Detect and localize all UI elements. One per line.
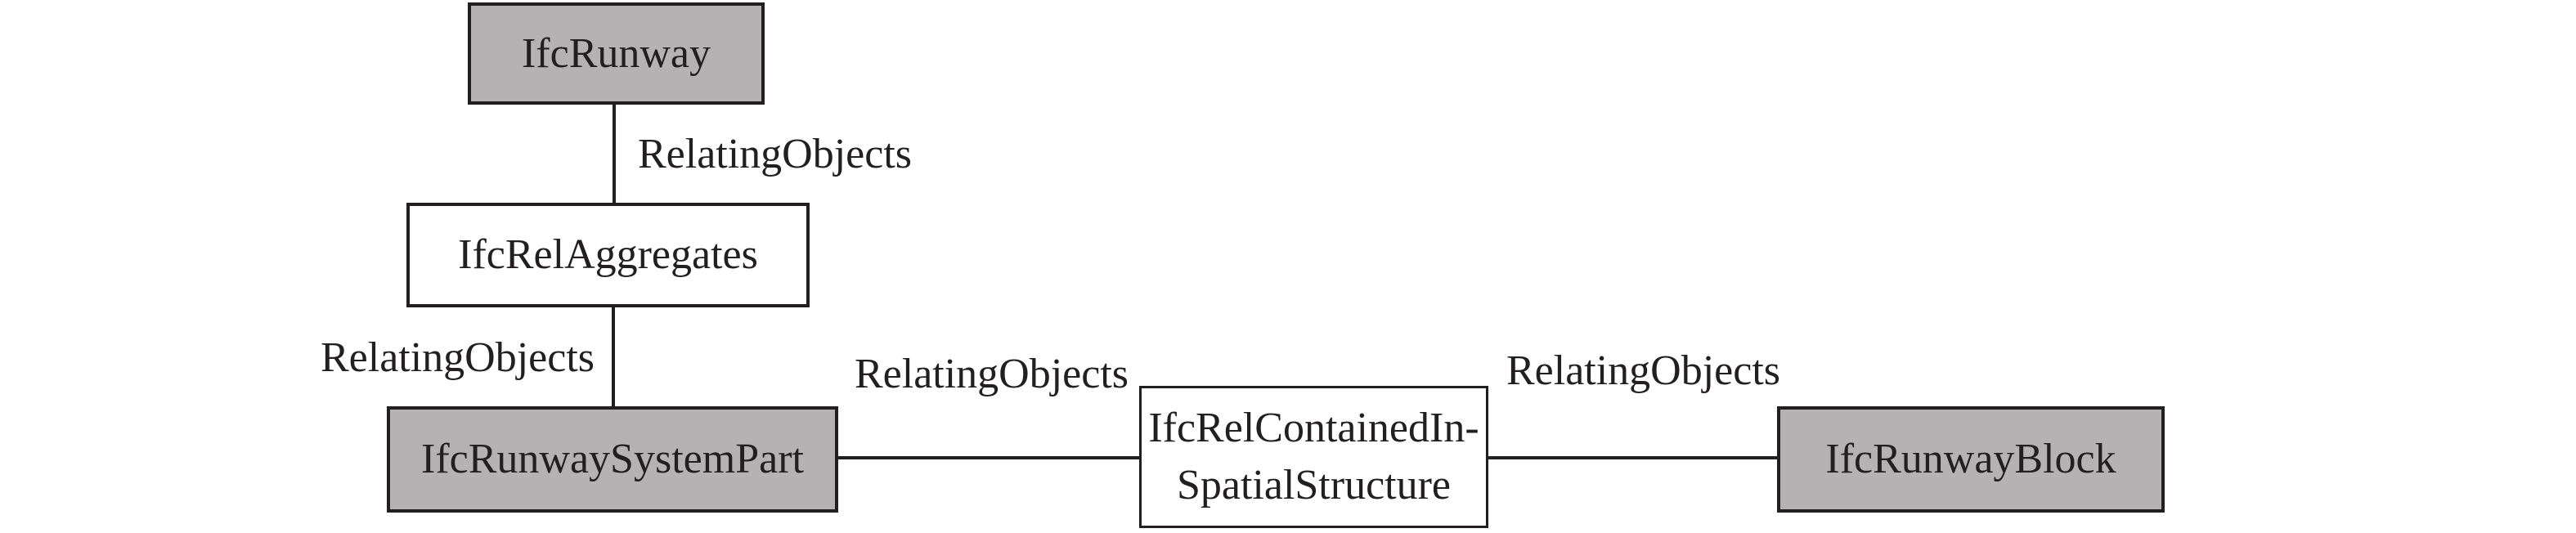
node-ifc-rel-aggregates: IfcRelAggregates <box>406 203 810 307</box>
edge-line-systempart-to-relcontained <box>838 456 1139 459</box>
node-ifc-runway-system-part-label: IfcRunwaySystemPart <box>421 436 804 483</box>
edge-line-relcontained-to-runwayblock <box>1488 456 1777 459</box>
node-ifc-rel-contained-label: IfcRelContainedIn- SpatialStructure <box>1148 400 1479 514</box>
edge-line-runway-to-relaggregates <box>613 105 616 203</box>
edge-label-relating-objects-2: RelatingObjects <box>321 334 595 381</box>
edge-label-relating-objects-4: RelatingObjects <box>1506 347 1781 394</box>
node-ifc-runway-block: IfcRunwayBlock <box>1777 406 2165 513</box>
node-ifc-runway: IfcRunway <box>468 2 765 105</box>
edge-label-relating-objects-1: RelatingObjects <box>638 131 913 177</box>
edge-label-relating-objects-3: RelatingObjects <box>855 351 1129 397</box>
edge-line-relaggregates-to-systempart <box>612 307 615 406</box>
node-ifc-runway-system-part: IfcRunwaySystemPart <box>387 406 838 513</box>
node-ifc-rel-contained-label-line1: IfcRelContainedIn- <box>1148 405 1479 451</box>
node-ifc-runway-block-label: IfcRunwayBlock <box>1825 436 2116 483</box>
node-ifc-runway-label: IfcRunway <box>521 29 711 77</box>
node-ifc-rel-contained-label-line2: SpatialStructure <box>1176 462 1451 508</box>
node-ifc-rel-contained-in-spatial-structure: IfcRelContainedIn- SpatialStructure <box>1139 386 1488 528</box>
node-ifc-rel-aggregates-label: IfcRelAggregates <box>458 231 758 279</box>
